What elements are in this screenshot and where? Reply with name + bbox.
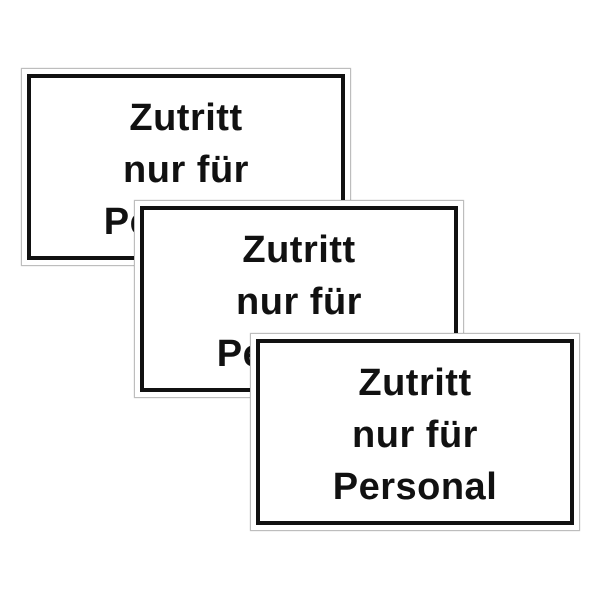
sign-front-line-2: nur für [352,414,478,456]
sign-front-line-1: Zutritt [358,362,472,404]
sign-middle-line-2: nur für [236,281,362,323]
sign-front-line-3: Personal [332,466,498,508]
sign-back-line-2: nur für [123,149,249,191]
sign-back-line-1: Zutritt [129,97,243,139]
sign-front: Zutritt nur für Personal [250,333,580,531]
sign-middle-line-1: Zutritt [242,229,356,271]
sign-front-border: Zutritt nur für Personal [256,339,574,525]
sign-front-text: Zutritt nur für Personal [260,357,570,513]
